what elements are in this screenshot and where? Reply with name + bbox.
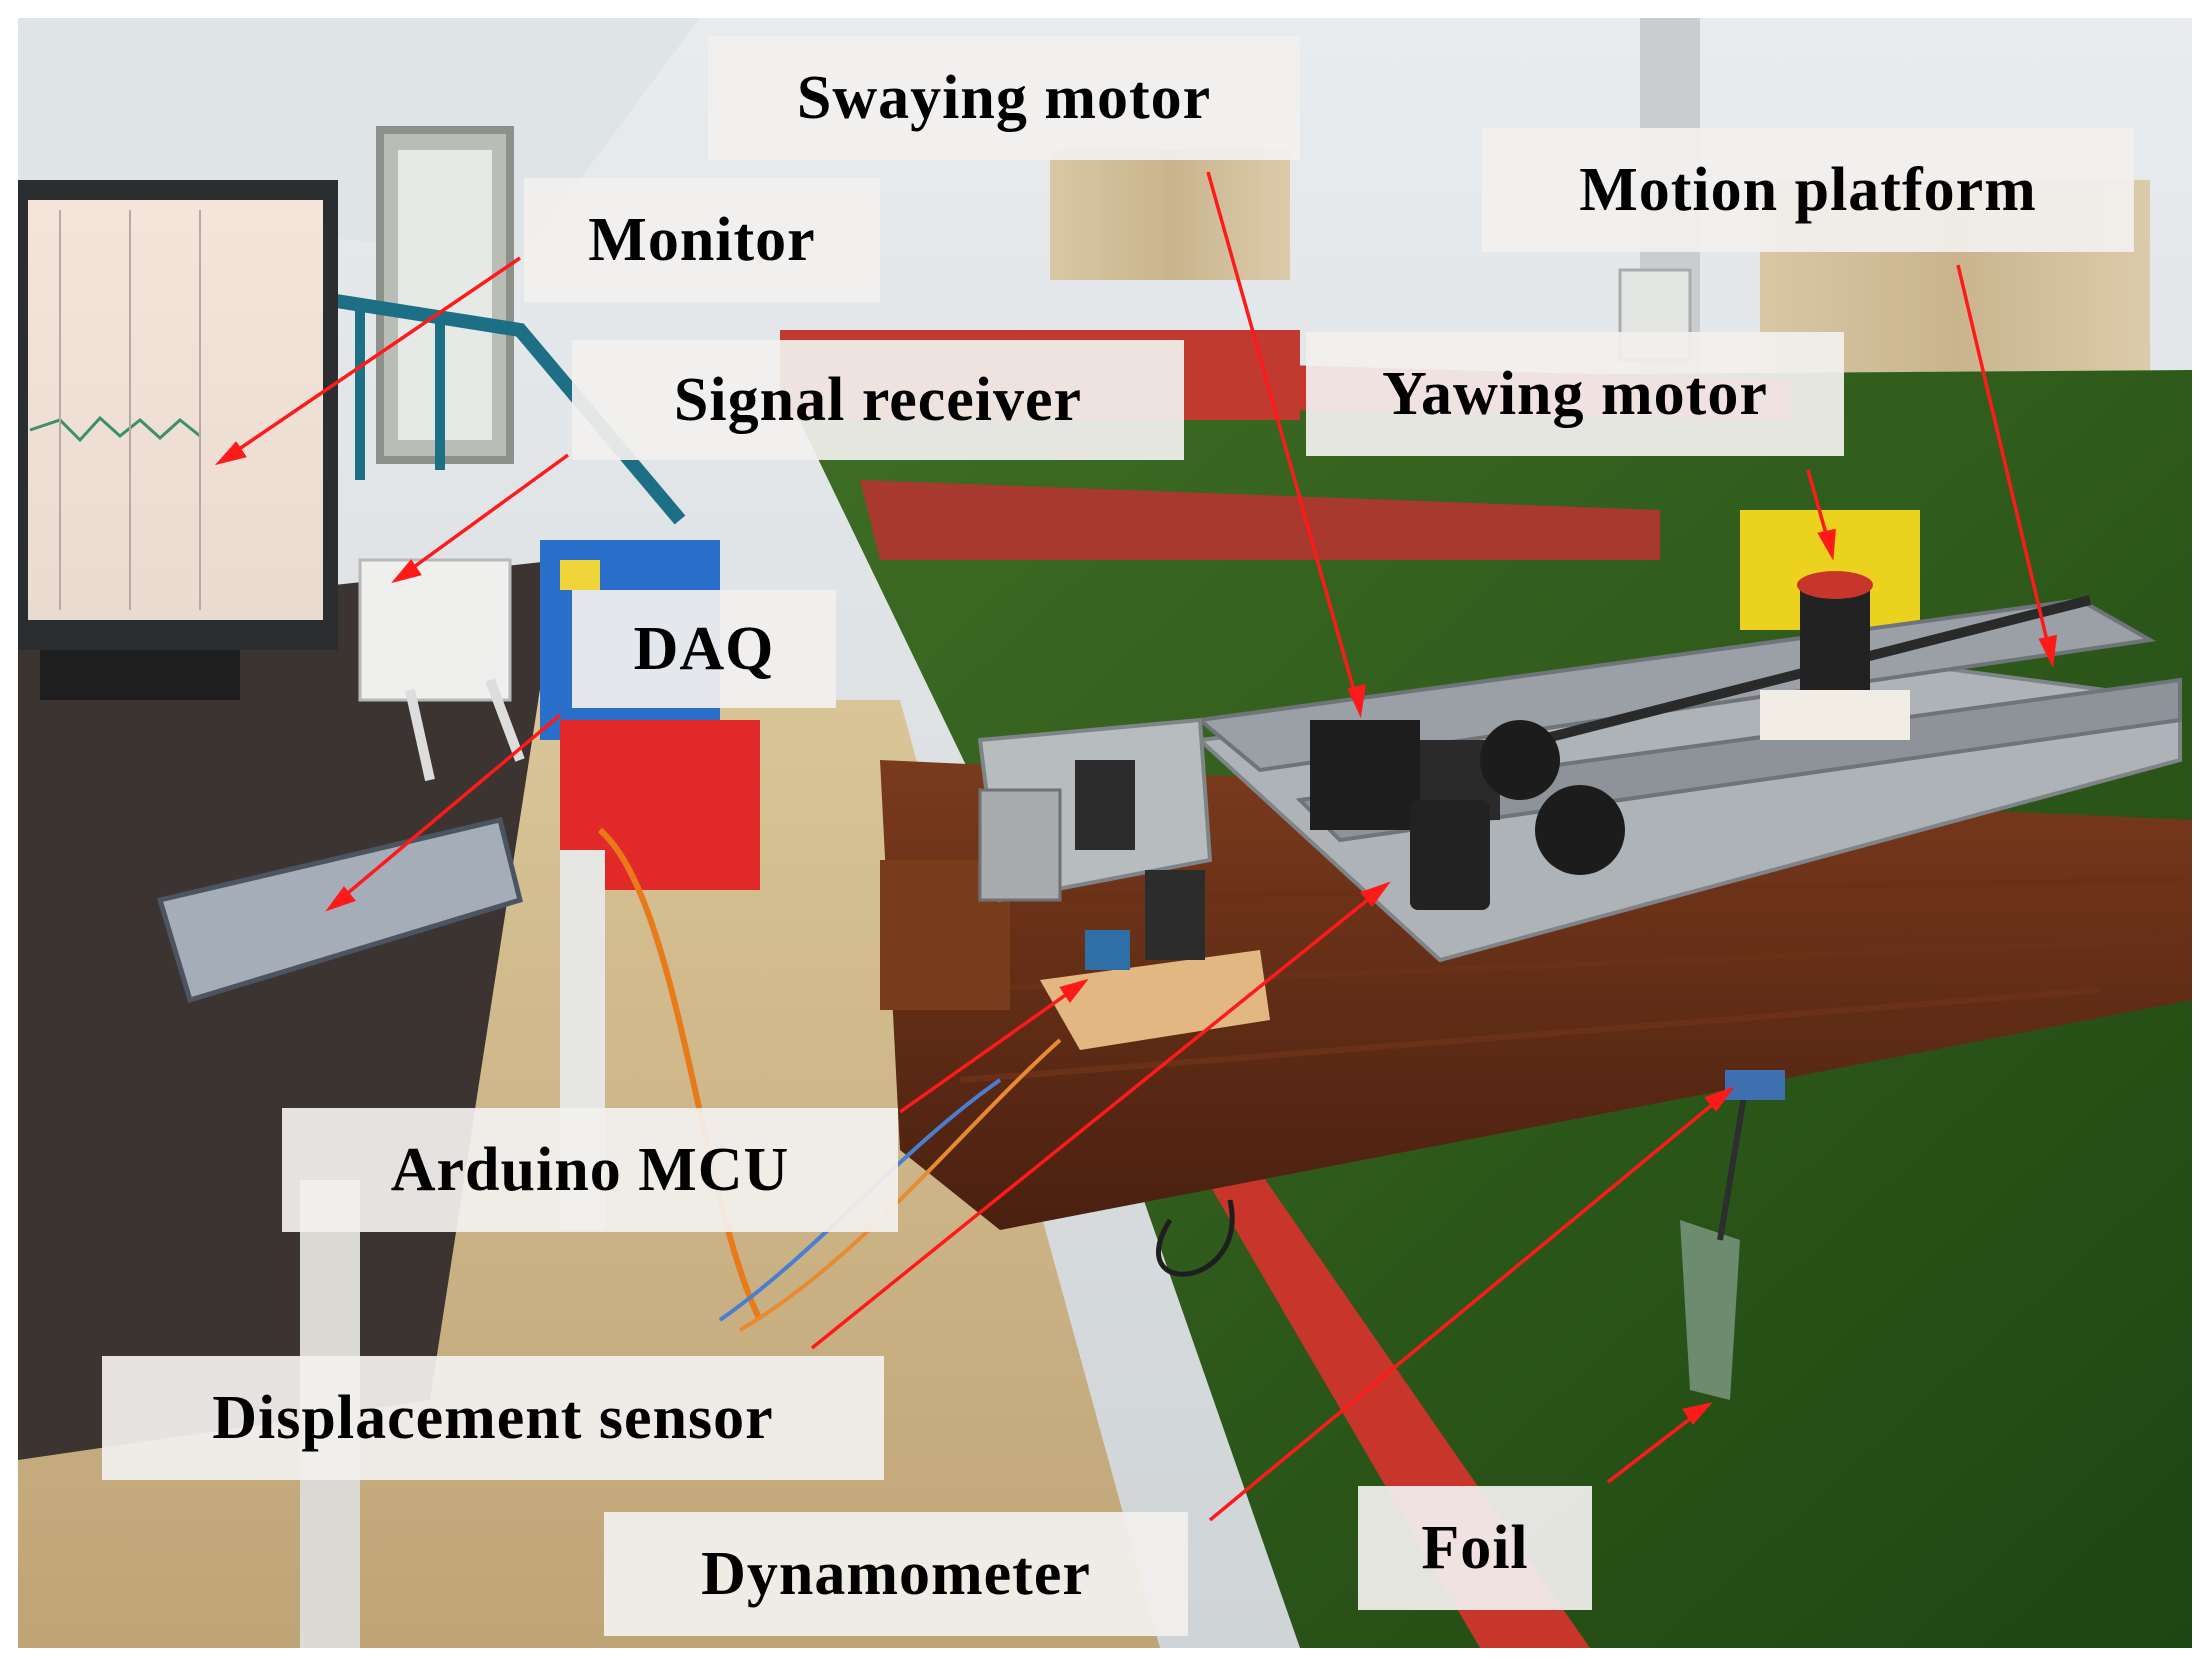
label-displacement-sensor: Displacement sensor (102, 1356, 884, 1480)
annotation-arrows (214, 171, 2058, 1522)
motor-driver-1 (1075, 760, 1135, 850)
curtain-middle (1050, 150, 1290, 280)
label-swaying-motor-text: Swaying motor (796, 64, 1212, 132)
label-monitor-text: Monitor (588, 206, 816, 274)
power-supply (978, 788, 1062, 902)
label-motion-platform-text: Motion platform (1579, 156, 2037, 224)
daq-unit (156, 817, 524, 1004)
arrow-daq (328, 713, 562, 910)
label-arduino-mcu: Arduino MCU (282, 1108, 898, 1232)
motor-driver-2 (1145, 870, 1205, 960)
arduino-board (1085, 930, 1130, 970)
label-daq: DAQ (572, 590, 836, 708)
label-foil: Foil (1358, 1486, 1592, 1610)
screen-waveform (29, 415, 201, 443)
monitor-screen (28, 200, 323, 620)
label-monitor: Monitor (524, 178, 880, 302)
label-foil-text: Foil (1421, 1514, 1529, 1582)
yawing-mount (1760, 690, 1910, 740)
arrow-displacement-sensor (810, 883, 1388, 1350)
label-daq-text: DAQ (633, 615, 775, 683)
label-swaying-motor: Swaying motor (708, 36, 1300, 160)
arrow-signal-receiver (394, 453, 570, 582)
label-signal-receiver: Signal receiver (572, 340, 1184, 460)
wooden-beam (880, 760, 2192, 1230)
label-motion-platform: Motion platform (1482, 128, 2134, 252)
drive-rod (1458, 595, 2092, 765)
arrow-monitor (219, 256, 521, 464)
keyboard (40, 650, 240, 700)
arrow-arduino (898, 980, 1086, 1114)
swaying-motor (1310, 720, 1420, 830)
label-arduino-mcu-text: Arduino MCU (390, 1136, 790, 1204)
dynamometer (1410, 800, 1490, 910)
foil-connector (1725, 1070, 1785, 1100)
label-yawing-motor: Yawing motor (1306, 332, 1844, 456)
label-dynamometer-text: Dynamometer (701, 1540, 1091, 1608)
label-displacement-sensor-text: Displacement sensor (212, 1384, 774, 1452)
signal-receiver (358, 558, 512, 702)
label-dynamometer: Dynamometer (604, 1512, 1188, 1636)
label-signal-receiver-text: Signal receiver (673, 366, 1083, 434)
desk (18, 560, 560, 1460)
frame-back-beam (860, 480, 1660, 560)
foil (1680, 1220, 1740, 1400)
arrow-motion-platform (1956, 264, 2054, 663)
arrow-swaying-motor (1206, 171, 1362, 713)
arrow-dynamometer (1208, 1088, 1732, 1522)
label-yawing-motor-text: Yawing motor (1382, 360, 1768, 428)
